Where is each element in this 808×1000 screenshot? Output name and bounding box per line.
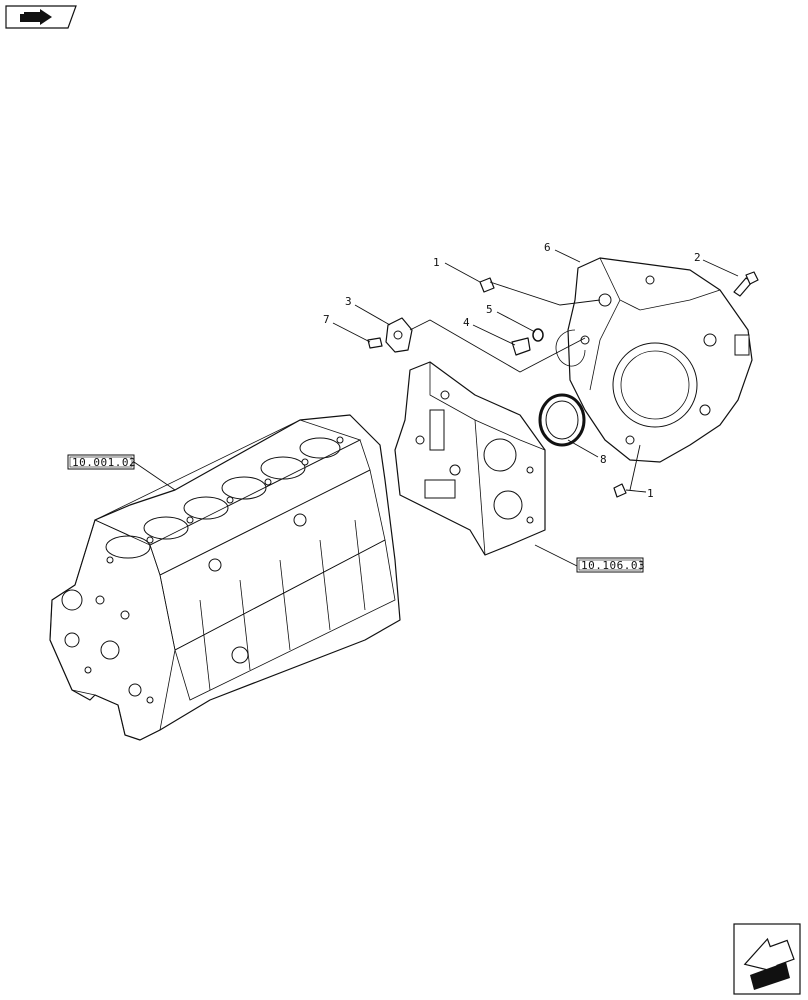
callout-3: 3: [345, 295, 352, 308]
callout-5: 5: [486, 303, 493, 316]
callout-8: 8: [600, 453, 607, 466]
callout-1-bottom: 1: [647, 487, 654, 500]
callout-6: 6: [544, 241, 551, 254]
flywheel-housing: [555, 257, 753, 463]
plug-top: [479, 277, 495, 293]
callout-7: 7: [323, 313, 330, 326]
o-ring: [532, 328, 544, 342]
previous-page-icon[interactable]: [5, 5, 77, 29]
plug-bottom: [613, 483, 627, 498]
oil-seal-ring: [538, 393, 586, 447]
engine-block: [49, 414, 401, 741]
cover-plate: [385, 317, 413, 353]
callout-numbers: 1 1 2 3 4 5 6 7 8: [323, 241, 701, 500]
callout-2: 2: [694, 251, 701, 264]
callout-1-top: 1: [433, 256, 440, 269]
screw: [367, 337, 383, 349]
callout-4: 4: [463, 316, 470, 329]
gear-housing: [394, 361, 546, 556]
reference-box-1[interactable]: 10.001.02: [67, 454, 136, 470]
reference-box-2[interactable]: 10.106.03: [576, 557, 645, 573]
leader-lines: [133, 249, 739, 567]
bolt: [733, 271, 759, 297]
drain-plug: [511, 337, 531, 356]
next-page-icon[interactable]: [733, 923, 801, 995]
reference-label-2[interactable]: 10.106.03: [581, 559, 645, 572]
reference-label-1[interactable]: 10.001.02: [72, 456, 136, 469]
